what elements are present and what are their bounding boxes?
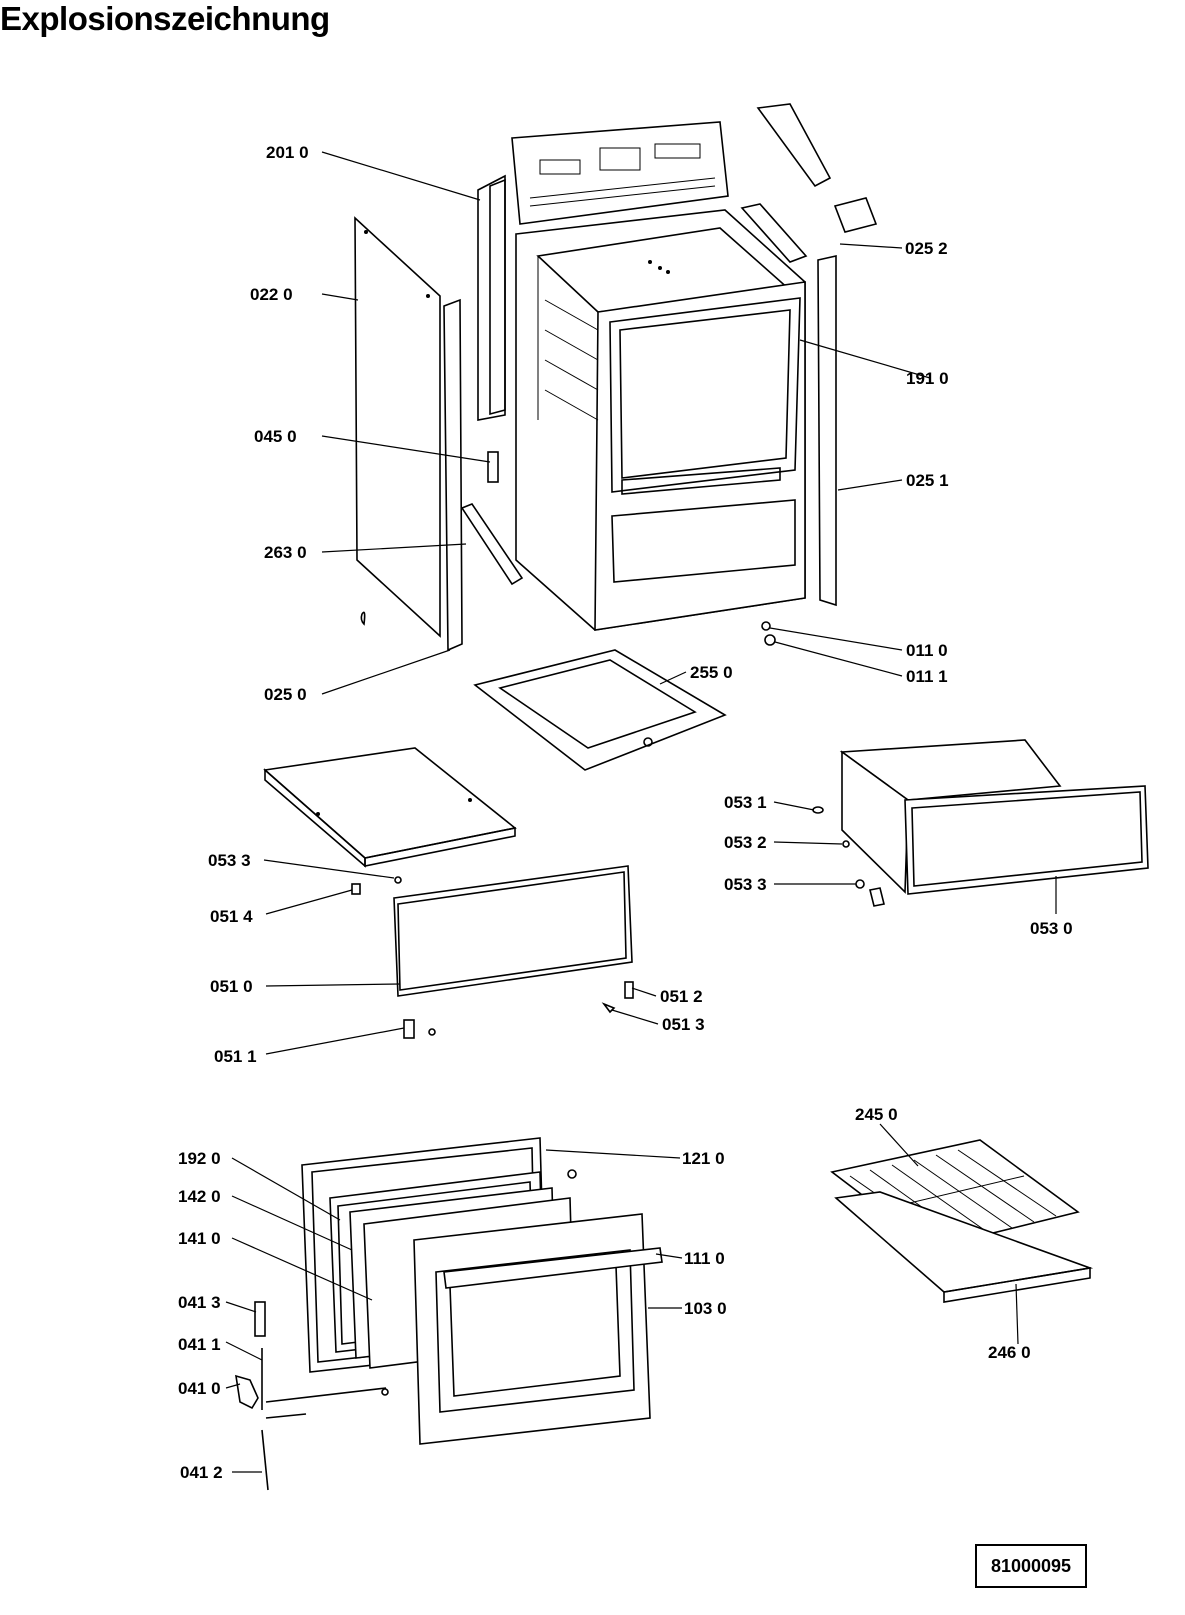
label-0252: 025 2	[905, 239, 948, 258]
label-1910: 191 0	[906, 369, 949, 388]
hinge-0410	[235, 1374, 259, 1410]
clip-right	[869, 887, 885, 907]
rail-2630	[460, 503, 524, 586]
label-0251: 025 1	[906, 471, 949, 490]
label-2450: 245 0	[855, 1105, 898, 1124]
cover-block	[833, 197, 878, 233]
screw-icon	[360, 611, 366, 626]
bolt-0533-right	[855, 879, 865, 889]
label-0450: 045 0	[254, 427, 297, 446]
label-0510: 051 0	[210, 977, 253, 996]
bottom-plate	[473, 649, 727, 771]
drawer-tray-left	[263, 747, 517, 868]
clip-0514	[351, 883, 361, 895]
label-2630: 263 0	[264, 543, 307, 562]
door-front-1030	[413, 1213, 651, 1445]
label-0250: 025 0	[264, 685, 307, 704]
hinge-0511	[403, 1019, 415, 1039]
label-0512: 051 2	[660, 987, 703, 1006]
label-1110: 111 0	[684, 1249, 725, 1268]
part-labels: 201 0 022 0 045 0 263 0 025 0 025 2 191 …	[178, 143, 1073, 1482]
side-trim-right	[817, 255, 837, 607]
drawer-front-left	[393, 865, 633, 997]
label-1030: 103 0	[684, 1299, 727, 1318]
side-panel-left	[354, 216, 441, 638]
label-0411: 041 1	[178, 1335, 221, 1354]
label-0533-left: 053 3	[208, 851, 251, 870]
hinge-0512	[624, 981, 634, 999]
label-1920: 192 0	[178, 1149, 221, 1168]
label-0511: 051 1	[214, 1047, 257, 1066]
document-number: 81000095	[975, 1544, 1087, 1588]
bracket-0450	[487, 451, 499, 483]
baking-tray	[834, 1191, 1094, 1303]
screw-0110	[761, 621, 771, 631]
label-2010: 201 0	[266, 143, 309, 162]
nut-0111	[764, 634, 776, 646]
back-panel	[511, 121, 729, 225]
label-0513: 051 3	[662, 1015, 705, 1034]
bolt-0531	[812, 806, 824, 814]
bolt-0533-left	[394, 876, 402, 884]
label-0533-right: 053 3	[724, 875, 767, 894]
bolt-0532	[842, 840, 850, 848]
label-0220: 022 0	[250, 285, 293, 304]
drawer-right	[839, 739, 1149, 895]
label-0514: 051 4	[210, 907, 253, 926]
label-2550: 255 0	[690, 663, 733, 682]
label-1410: 141 0	[178, 1229, 221, 1248]
label-0531: 053 1	[724, 793, 767, 812]
label-1420: 142 0	[178, 1187, 221, 1206]
label-0532: 053 2	[724, 833, 767, 852]
vent-cover	[756, 103, 832, 188]
label-0111: 011 1	[906, 667, 948, 686]
door-handle-1110	[443, 1247, 663, 1289]
side-trim-left	[443, 298, 463, 652]
rear-frame	[477, 174, 506, 421]
label-0413: 041 3	[178, 1293, 221, 1312]
label-0410: 041 0	[178, 1379, 221, 1398]
top-bracket	[740, 203, 808, 263]
label-0110: 011 0	[906, 641, 948, 660]
screw-0513	[601, 1002, 616, 1014]
leader-lines	[225, 151, 1057, 1473]
hinge-0413	[254, 1301, 266, 1337]
label-0412: 041 2	[180, 1463, 223, 1482]
page-title: Explosionszeichnung	[0, 0, 330, 37]
screw-1210	[567, 1169, 577, 1179]
hinge-spring	[265, 1387, 387, 1403]
oven-body	[515, 209, 806, 631]
label-2460: 246 0	[988, 1343, 1031, 1362]
label-0530: 053 0	[1030, 919, 1073, 938]
label-1210: 121 0	[682, 1149, 725, 1168]
